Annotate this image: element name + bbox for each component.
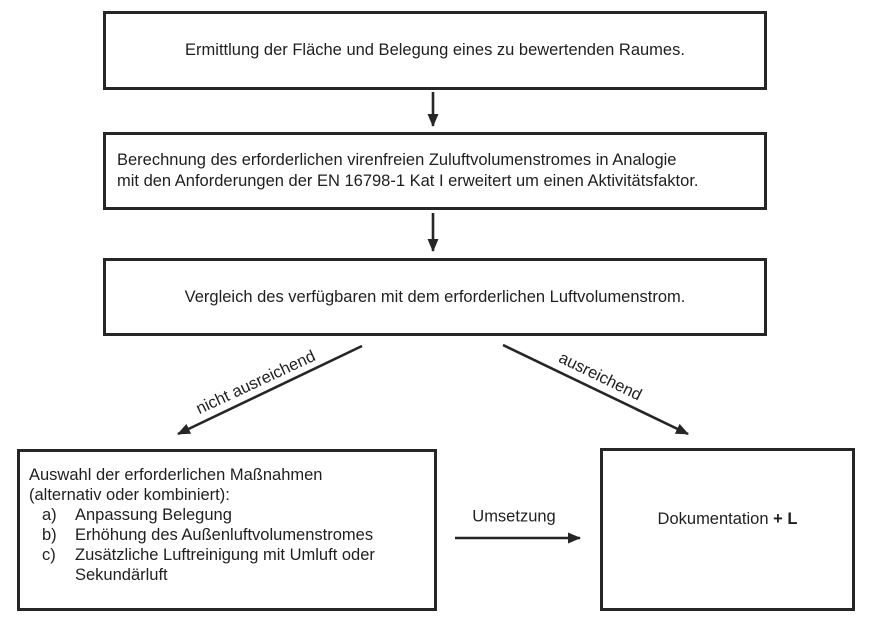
box-documentation-text-bold: + L: [773, 510, 798, 528]
list-item: b) Erhöhung des Außenluftvolumenstromes: [29, 525, 426, 545]
list-item-marker: b): [42, 526, 57, 544]
arrow-sufficient-icon: [502, 343, 689, 436]
list-item-text: Erhöhung des Außenluftvolumenstromes: [75, 526, 374, 544]
box-area-occupancy: Ermittlung der Fläche und Belegung eines…: [103, 11, 767, 90]
box-comparison: Vergleich des verfügbaren mit dem erford…: [103, 258, 767, 336]
list-item-text: Anpassung Belegung: [75, 506, 232, 524]
box-documentation-text: Dokumentation: [657, 510, 774, 528]
box-area-occupancy-text: Ermittlung der Fläche und Belegung eines…: [185, 41, 685, 59]
list-item-text: Zusätzliche Luftreinigung mit Umluft ode…: [75, 546, 375, 584]
box-measures: Auswahl der erforderlichen Maßnahmen (al…: [17, 449, 437, 611]
list-item: a) Anpassung Belegung: [29, 505, 426, 525]
implementation-label: Umsetzung: [472, 507, 556, 526]
list-item: c) Zusätzliche Luftreinigung mit Umluft …: [29, 545, 426, 585]
box-measures-subtitle: (alternativ oder kombiniert):: [29, 486, 230, 504]
box-airflow-calculation-line1: Berechnung des erforderlichen virenfreie…: [117, 151, 677, 169]
list-item-marker: a): [42, 506, 57, 524]
box-comparison-text: Vergleich des verfügbaren mit dem erford…: [184, 287, 686, 306]
box-airflow-calculation-line2: mit den Anforderungen der EN 16798-1 Kat…: [117, 172, 699, 190]
branch-label-sufficient: ausreichend: [555, 348, 645, 405]
list-item-marker: c): [42, 546, 56, 564]
box-airflow-calculation: Berechnung des erforderlichen virenfreie…: [103, 132, 767, 210]
box-documentation: Dokumentation + L: [600, 448, 855, 611]
arrow-not-sufficient-icon: [177, 344, 363, 436]
branch-label-not-sufficient: nicht ausreichend: [193, 347, 319, 419]
box-measures-title: Auswahl der erforderlichen Maßnahmen: [29, 466, 323, 484]
